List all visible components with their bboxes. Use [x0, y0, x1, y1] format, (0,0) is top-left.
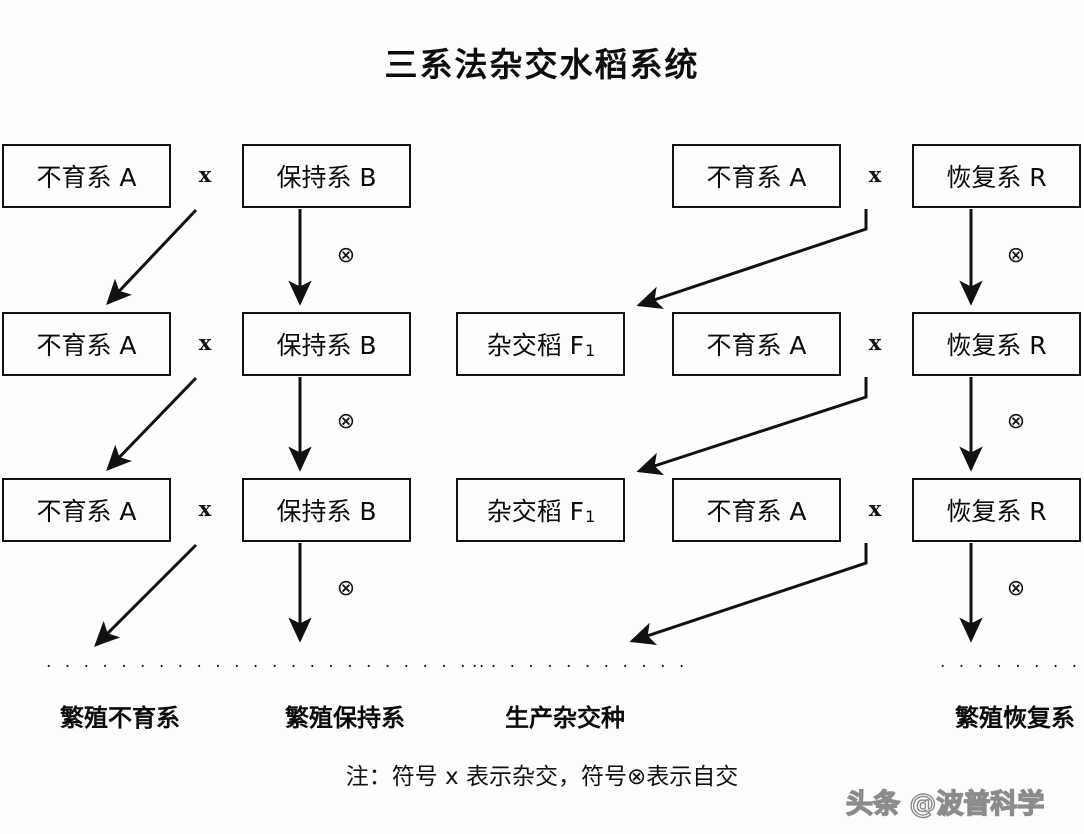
- self-cross-symbol: ⊗: [1006, 243, 1026, 268]
- node-box[interactable]: 不育系 A: [2, 312, 171, 376]
- arrow-elbow-right-r2-f1: [636, 377, 868, 476]
- node-label-subscript: 1: [585, 506, 596, 526]
- cross-symbol: x: [198, 496, 212, 521]
- node-box[interactable]: 不育系 A: [2, 478, 171, 542]
- watermark: 头条 @波普科学: [845, 788, 1045, 820]
- footnote-text: 注：符号 x 表示杂交，符号⊗表示自交: [345, 764, 739, 790]
- node-label: 保持系 B: [276, 163, 377, 192]
- node-label: 不育系 A: [706, 163, 807, 192]
- cross-symbol: x: [198, 162, 212, 187]
- continuation-dots: . . . . . . . . . . . .: [472, 652, 689, 672]
- arrow-diag-left-r2-r3: [106, 376, 198, 471]
- arrow-elbow-right-r3-dots: [629, 543, 868, 645]
- column-caption: 繁殖不育系: [60, 704, 180, 732]
- arrow-diag-left-r3-dots: [94, 543, 198, 647]
- cross-symbol: x: [868, 496, 882, 521]
- node-label: 不育系 A: [706, 497, 807, 526]
- node-box[interactable]: 不育系 A: [672, 312, 841, 376]
- node-label: 不育系 A: [36, 331, 137, 360]
- self-cross-symbol: ⊗: [1006, 409, 1026, 434]
- arrow-diag-left-r1-r2: [106, 208, 198, 305]
- column-caption: 繁殖保持系: [285, 704, 405, 732]
- node-label: 杂交稻 F: [486, 331, 585, 360]
- self-cross-symbol: ⊗: [336, 409, 356, 434]
- continuation-dots: . . . . . . . . . . . .: [272, 652, 489, 672]
- node-label: 恢复系 R: [946, 497, 1047, 526]
- node-box[interactable]: 保持系 B: [242, 478, 411, 542]
- node-label: 保持系 B: [276, 497, 377, 526]
- node-label: 杂交稻 F: [486, 497, 585, 526]
- node-box[interactable]: 不育系 A: [672, 478, 841, 542]
- node-label: 恢复系 R: [946, 331, 1047, 360]
- self-cross-symbol: ⊗: [336, 576, 356, 601]
- cross-symbol: x: [868, 162, 882, 187]
- node-label: 不育系 A: [36, 497, 137, 526]
- arrow-elbow-right-r1-f1: [636, 209, 868, 309]
- node-box[interactable]: 保持系 B: [242, 312, 411, 376]
- continuation-dots: . . . . . . . . . . . .: [46, 652, 263, 672]
- cross-symbol: x: [868, 330, 882, 355]
- self-cross-symbol: ⊗: [1006, 576, 1026, 601]
- node-box[interactable]: 不育系 A: [672, 144, 841, 208]
- node-box[interactable]: 恢复系 R: [912, 144, 1081, 208]
- node-label: 保持系 B: [276, 331, 377, 360]
- node-label: 恢复系 R: [946, 163, 1047, 192]
- node-box[interactable]: 不育系 A: [2, 144, 171, 208]
- continuation-dots: . . . . . . . . . . . .: [940, 652, 1084, 672]
- node-box[interactable]: 恢复系 R: [912, 312, 1081, 376]
- column-caption: 繁殖恢复系: [955, 704, 1075, 732]
- node-box[interactable]: 保持系 B: [242, 144, 411, 208]
- column-caption: 生产杂交种: [505, 704, 625, 732]
- node-box[interactable]: 恢复系 R: [912, 478, 1081, 542]
- self-cross-symbol: ⊗: [336, 243, 356, 268]
- node-label: 不育系 A: [36, 163, 137, 192]
- cross-symbol: x: [198, 330, 212, 355]
- page-title: 三系法杂交水稻系统: [384, 45, 700, 84]
- node-label-subscript: 1: [585, 340, 596, 360]
- node-label: 不育系 A: [706, 331, 807, 360]
